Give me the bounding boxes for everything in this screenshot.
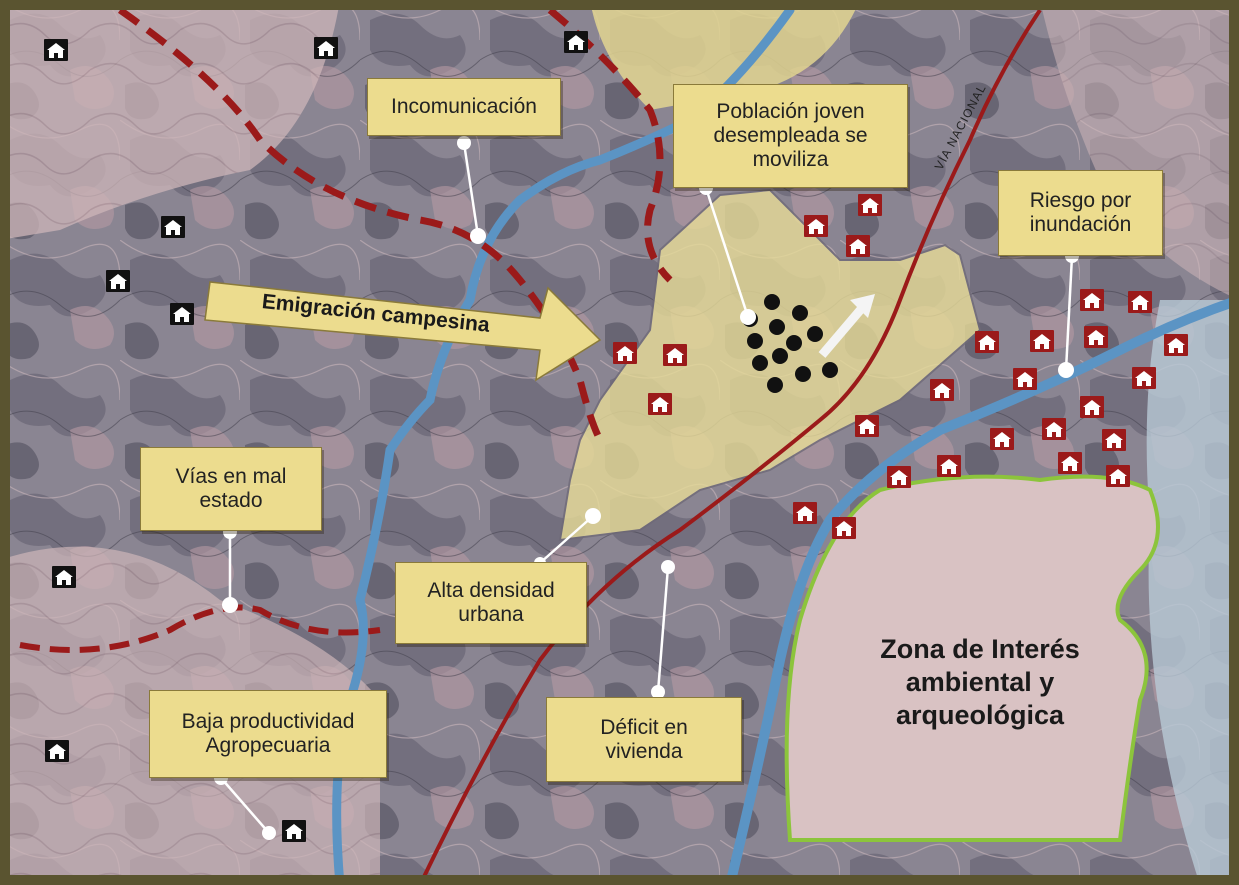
house-red-icon [1042,418,1066,440]
house-red-icon [1084,326,1108,348]
house-red-icon [887,466,911,488]
house-red-icon [832,517,856,539]
house-red-icon [1058,452,1082,474]
house-red-icon [937,455,961,477]
movement-arrow-icon [818,294,875,358]
house-red-icon [613,342,637,364]
house-red-icon [975,331,999,353]
house-black-icon [106,270,130,292]
house-red-icon [1102,429,1126,451]
house-red-icon [663,344,687,366]
label-vias-mal-estado: Vías en mal estado [140,447,322,531]
house-black-icon [282,820,306,842]
house-black-icon [314,37,338,59]
house-black-icon [170,303,194,325]
house-red-icon [1106,465,1130,487]
house-red-icon [1080,289,1104,311]
house-red-icon [1030,330,1054,352]
house-red-icon [1080,396,1104,418]
emigration-arrow [204,281,602,382]
house-red-icon [858,194,882,216]
house-red-icon [804,215,828,237]
house-red-icon [793,502,817,524]
zone-label: Zona de Interés ambiental y arqueológica [880,634,1080,730]
house-black-icon [161,216,185,238]
house-black-icon [44,39,68,61]
house-black-icon [45,740,69,762]
label-riesgo-inundacion: Riesgo por inundación [998,170,1163,256]
label-deficit-vivienda: Déficit en vivienda [546,697,742,782]
label-baja-productividad: Baja productividad Agropecuaria [149,690,387,778]
house-red-icon [1164,334,1188,356]
house-red-icon [1128,291,1152,313]
house-red-icon [990,428,1014,450]
house-red-icon [1132,367,1156,389]
label-poblacion-joven: Población joven desempleada se moviliza [673,84,908,188]
house-black-icon [564,31,588,53]
label-incomunicacion: Incomunicación [367,78,561,136]
house-red-icon [648,393,672,415]
house-red-icon [1013,368,1037,390]
house-red-icon [846,235,870,257]
house-black-icon [52,566,76,588]
house-red-icon [930,379,954,401]
house-red-icon [855,415,879,437]
label-alta-densidad: Alta densidad urbana [395,562,587,644]
